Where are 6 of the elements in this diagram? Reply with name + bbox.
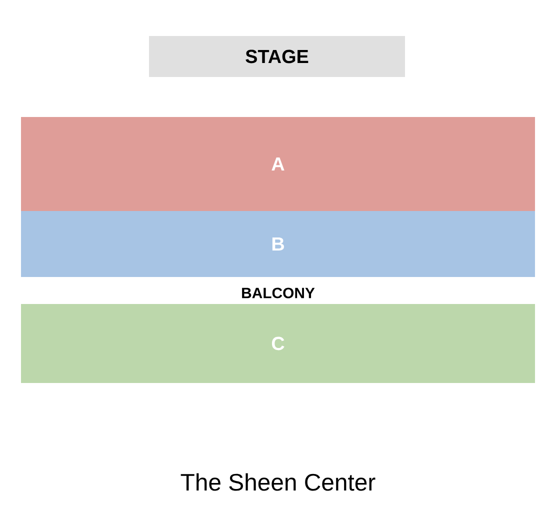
seating-section: A [21, 117, 535, 211]
caption: The Sheen Center [180, 473, 376, 491]
section-label: BALCONY [242, 288, 315, 298]
seating-section: C [21, 304, 535, 383]
stage-box: STAGE [149, 36, 405, 77]
seating-section: B [21, 211, 535, 277]
